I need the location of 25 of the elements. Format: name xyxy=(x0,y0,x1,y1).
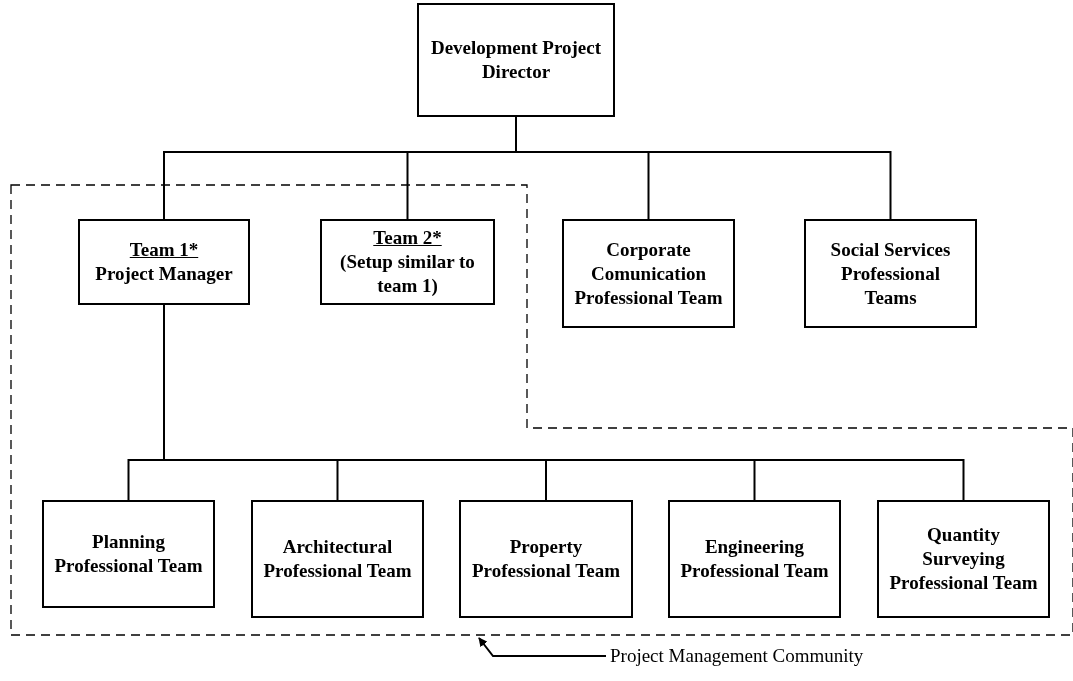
box-text: Social Services Professional Teams xyxy=(829,237,952,310)
callout-label: Project Management Community xyxy=(610,643,910,669)
org-box xyxy=(668,500,841,618)
box-text: Project Manager xyxy=(95,262,233,286)
box-text: Architectural Professional Team xyxy=(262,535,413,583)
org-box xyxy=(804,219,977,328)
box-text: Corporate Comunication Professional Team xyxy=(573,237,724,310)
org-box xyxy=(877,500,1050,618)
org-box xyxy=(417,3,615,117)
leader-arrow xyxy=(478,637,607,657)
org-box xyxy=(562,219,735,328)
box-text: Team 1* xyxy=(129,238,199,262)
box-text: Property Professional Team xyxy=(471,535,621,583)
org-box xyxy=(42,500,215,608)
box-text: Planning Professional Team xyxy=(53,530,204,578)
org-box xyxy=(251,500,424,618)
box-text: (Setup similar to team 1) xyxy=(339,250,476,298)
org-box xyxy=(459,500,633,618)
box-text: Development Project Director xyxy=(429,36,603,84)
org-box xyxy=(320,219,495,305)
box-text: Team 2* xyxy=(373,226,442,250)
org-box xyxy=(78,219,250,305)
box-text: Engineering Professional Team xyxy=(679,535,830,583)
box-text: Quantity Surveying Professional Team xyxy=(888,523,1039,595)
dashed-boundary xyxy=(10,184,1073,636)
